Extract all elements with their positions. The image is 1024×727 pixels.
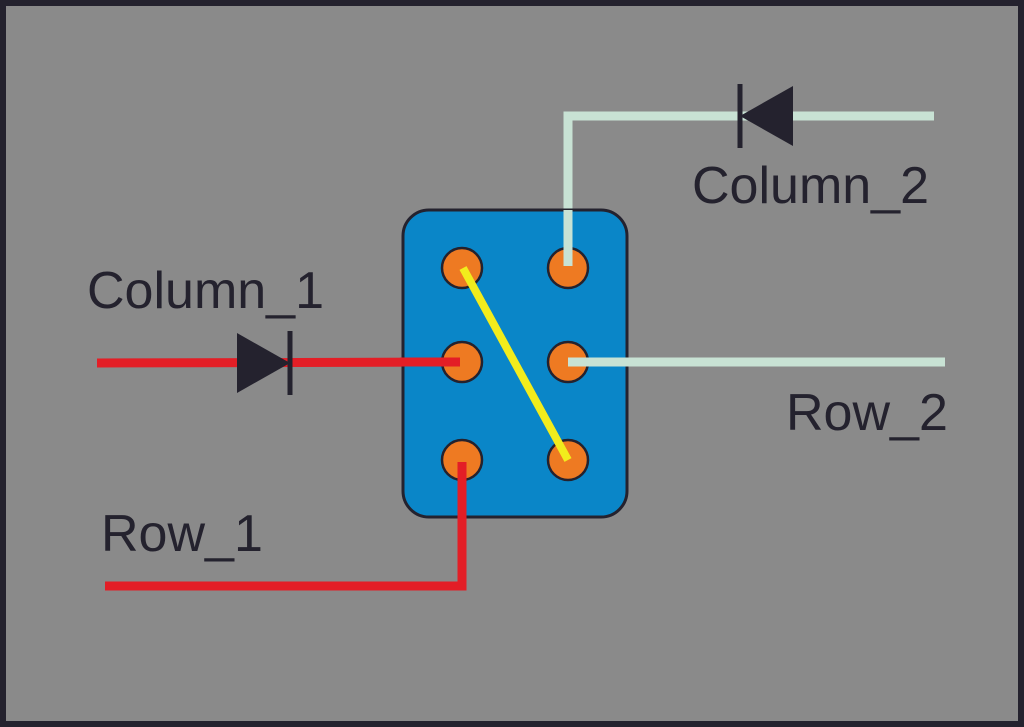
switch-jumper [459, 266, 572, 462]
row-2-label: Row_2 [786, 384, 948, 442]
column-1-label: Column_1 [87, 262, 324, 320]
column-1-diode-icon [237, 331, 293, 395]
switch-pin [440, 246, 484, 290]
column-2-diode-icon [737, 84, 793, 148]
row-1-label: Row_1 [101, 505, 263, 563]
column-2-label: Column_2 [692, 157, 929, 215]
